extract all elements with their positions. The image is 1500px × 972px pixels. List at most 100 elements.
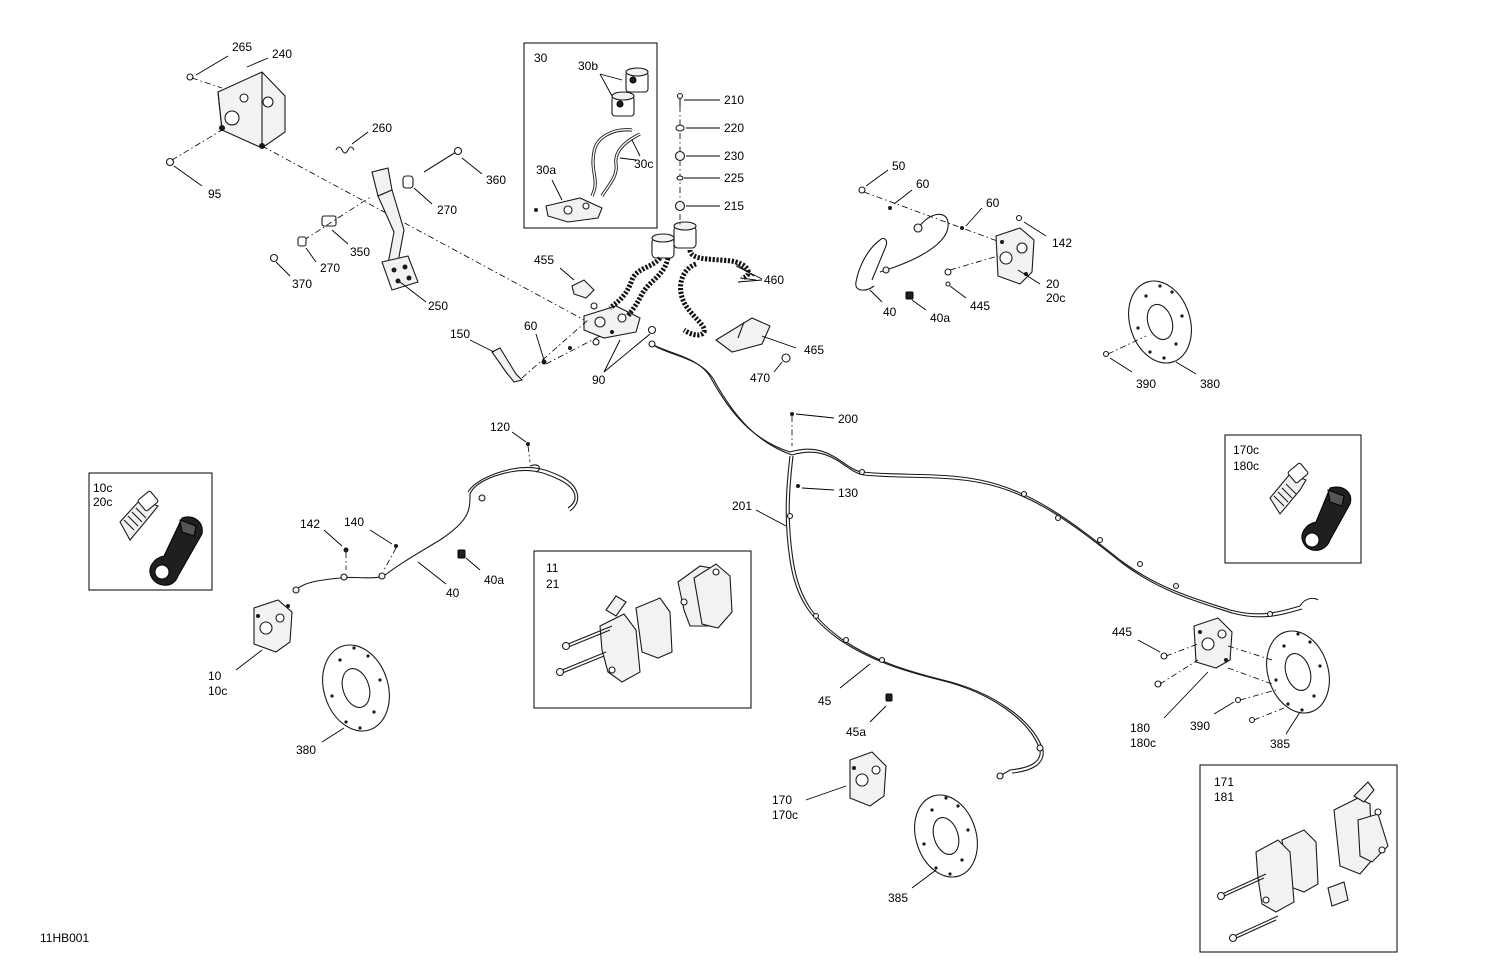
label-360: 360 — [486, 173, 506, 187]
label-350: 350 — [350, 245, 370, 259]
disc-380-front-right — [1128, 280, 1192, 364]
inset-label-21: 21 — [546, 577, 560, 591]
bolt-360 — [423, 146, 463, 173]
brake-line-40-front-left — [292, 464, 579, 594]
label-445a: 445 — [970, 299, 990, 313]
inset-label-180c: 180c — [1233, 459, 1259, 473]
label-40ab: 40a — [484, 573, 504, 587]
label-215: 215 — [724, 199, 744, 213]
label-270b: 270 — [320, 261, 340, 275]
label-20c: 20c — [1046, 291, 1065, 305]
label-265: 265 — [232, 40, 252, 54]
pedal-bracket-240 — [217, 71, 286, 149]
inset-label-11: 11 — [546, 561, 559, 575]
label-95: 95 — [208, 187, 222, 201]
inset-label-181: 181 — [1214, 790, 1234, 804]
bolt-60-mc — [541, 346, 572, 365]
inset-label-30a: 30a — [536, 163, 556, 177]
label-150: 150 — [450, 327, 470, 341]
label-380a: 380 — [1200, 377, 1220, 391]
washer-470 — [781, 353, 791, 363]
label-445b: 445 — [1112, 625, 1132, 639]
label-142a: 142 — [1052, 236, 1072, 250]
label-10c: 10c — [208, 684, 227, 698]
label-45: 45 — [818, 694, 832, 708]
bolt-445-rear-right — [1154, 652, 1168, 688]
clip-40a-front-left — [457, 549, 466, 559]
bolt-60-frh — [888, 206, 892, 210]
inset-reservoir-kit: 30 30b 30c 30a — [523, 42, 658, 229]
figure-code: 11HB001 — [40, 931, 89, 945]
bolt-60-caliper — [960, 226, 964, 230]
label-470: 470 — [750, 371, 770, 385]
label-60a: 60 — [524, 319, 538, 333]
reservoir-right — [673, 221, 697, 249]
label-180c: 180c — [1130, 736, 1156, 750]
nut-370 — [269, 253, 279, 263]
label-200: 200 — [838, 412, 858, 426]
bolt-210 — [676, 92, 684, 106]
caliper-180 — [1193, 617, 1233, 669]
bolt-445-front-right — [944, 268, 952, 287]
label-170c: 170c — [772, 808, 798, 822]
label-385b: 385 — [1270, 737, 1290, 751]
label-60b: 60 — [916, 177, 930, 191]
inset-bleeder-front: 10c 20c — [88, 472, 213, 591]
label-385a: 385 — [888, 891, 908, 905]
caliper-10 — [253, 599, 293, 653]
label-140: 140 — [344, 515, 364, 529]
bleeder-142-front-left — [343, 547, 349, 553]
screw-390-front-right — [1102, 350, 1110, 358]
label-90: 90 — [592, 373, 606, 387]
label-180: 180 — [1130, 721, 1150, 735]
label-10: 10 — [208, 669, 222, 683]
nut-95 — [165, 157, 175, 167]
screw-200 — [790, 412, 794, 416]
label-50: 50 — [892, 159, 906, 173]
cap-215 — [674, 200, 686, 212]
label-460: 460 — [764, 273, 784, 287]
caliper-170 — [849, 751, 887, 807]
inset-bleeder-rear: 170c 180c — [1224, 434, 1362, 564]
label-240: 240 — [272, 47, 292, 61]
label-40a: 40 — [883, 305, 897, 319]
inset-label-10c: 10c — [93, 481, 112, 495]
washer-220 — [675, 124, 685, 132]
disc-380-front-left — [322, 644, 390, 732]
label-370: 370 — [292, 277, 312, 291]
label-142b: 142 — [300, 517, 320, 531]
label-260: 260 — [372, 121, 392, 135]
brake-line-40-front-right — [855, 213, 949, 291]
inset-label-30c: 30c — [634, 157, 653, 171]
nut-90 — [592, 325, 657, 346]
label-270a: 270 — [437, 203, 457, 217]
screw-265 — [186, 73, 194, 81]
label-455: 455 — [534, 253, 554, 267]
label-250: 250 — [428, 299, 448, 313]
pedal-250 — [371, 167, 419, 291]
label-60c: 60 — [986, 196, 1000, 210]
brake-line-main — [648, 340, 1319, 780]
master-cylinder — [583, 305, 641, 339]
label-45a: 45a — [846, 725, 866, 739]
label-465: 465 — [804, 343, 824, 357]
inset-pads-rear: 171 181 — [1199, 764, 1398, 953]
bleeder-142-front-right — [1015, 214, 1023, 222]
label-170: 170 — [772, 793, 792, 807]
label-230: 230 — [724, 149, 744, 163]
screw-130 — [796, 484, 800, 488]
screw-120 — [526, 442, 530, 446]
bracket-150 — [491, 347, 524, 383]
cap-230 — [674, 150, 686, 162]
inset-label-170c: 170c — [1233, 443, 1259, 457]
clip-40a-front-right — [905, 291, 914, 300]
label-225: 225 — [724, 171, 744, 185]
heat-shield-465 — [715, 317, 771, 353]
inset-label-20c: 20c — [93, 495, 112, 509]
spacer-350 — [321, 215, 337, 227]
label-120: 120 — [490, 420, 510, 434]
label-201: 201 — [732, 499, 752, 513]
label-210: 210 — [724, 93, 744, 107]
seal-225 — [676, 175, 684, 181]
